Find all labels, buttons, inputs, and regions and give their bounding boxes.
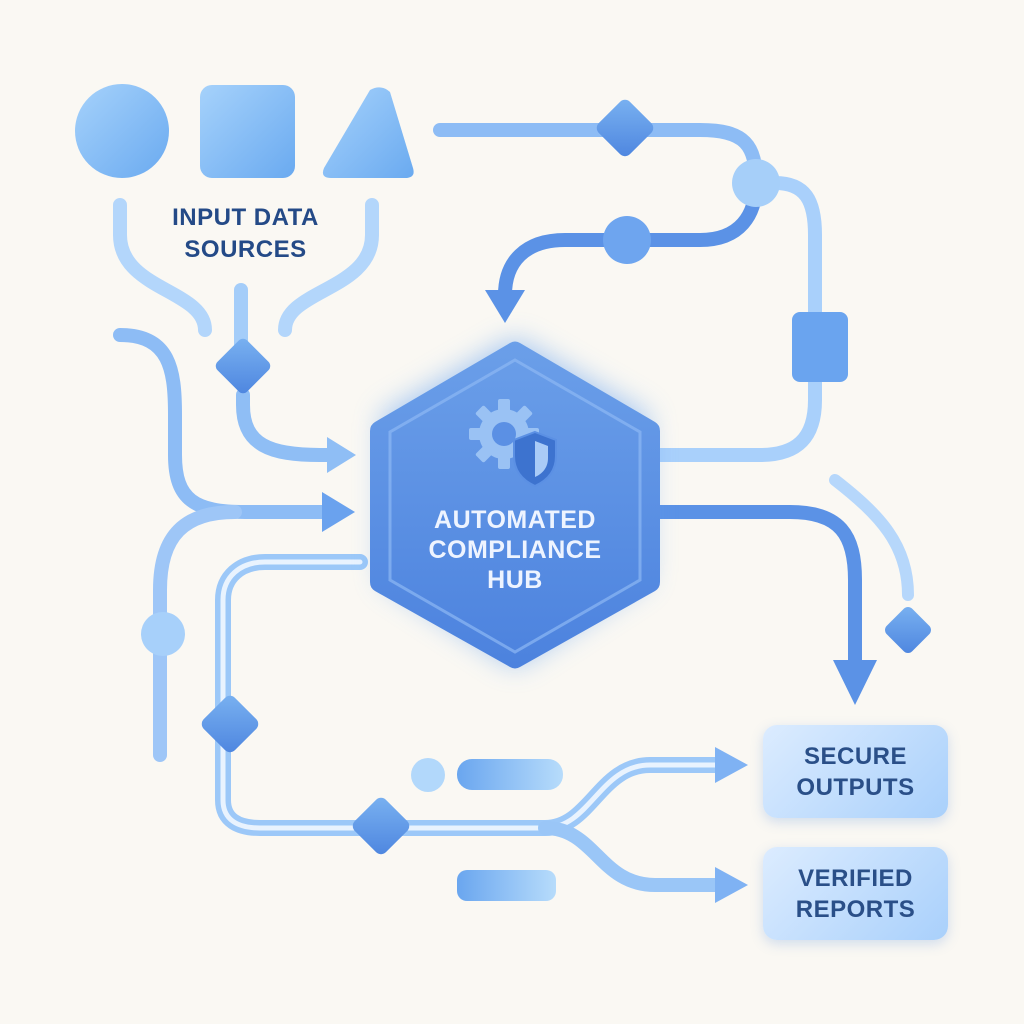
node-circle-left [141,612,185,656]
verified-branch-connector [538,821,722,892]
arrow-to-verified-icon [715,867,748,903]
secure-outputs-box: SECURE OUTPUTS [763,725,948,818]
bottom-track-inner [220,559,718,831]
input-branch-left [113,198,212,337]
node-circle-junction [732,159,780,207]
arrow-down-to-hub-icon [485,290,525,323]
arrowheads [322,290,877,903]
input-to-hub-connector [236,388,342,462]
node-square-right [792,312,848,382]
arrow-down-to-output-icon [833,660,877,705]
decision-diamond-bottom [352,797,410,855]
decision-diamond-left [201,695,259,753]
side-connector [829,474,914,601]
circle-icon [75,84,169,178]
input-branch-right [278,198,379,337]
hub-hexagon [370,341,660,669]
hub-label: AUTOMATED COMPLIANCE HUB [428,506,602,594]
decision-diamond-side [885,607,931,653]
secure-outputs-label: SECURE OUTPUTS [796,742,915,801]
verified-reports-box: VERIFIED REPORTS [763,847,948,940]
square-icon [200,85,295,178]
gear-shield-icon [469,399,557,488]
left-vertical-connector [153,505,242,762]
arrow-into-hub-lower-icon [322,492,355,532]
verified-reports-label: VERIFIED REPORTS [795,864,916,923]
node-circle-return [603,216,651,264]
right-loop-connector [633,176,822,462]
node-pill-upper [457,759,563,790]
decision-diamond-top [596,99,654,157]
top-loop-connector [433,123,763,190]
arrow-into-hub-upper-icon [327,437,356,473]
hub-to-output-connector [633,505,862,667]
triangle-icon [322,87,414,178]
input-data-sources-label: INPUT DATA SOURCES [172,204,319,263]
node-pill-lower [457,870,556,901]
decision-diamond-input [215,338,271,394]
hub-hexagon-inner-outline [388,358,642,654]
arrow-to-secure-icon [715,747,748,783]
node-dot-bottom [411,758,445,792]
